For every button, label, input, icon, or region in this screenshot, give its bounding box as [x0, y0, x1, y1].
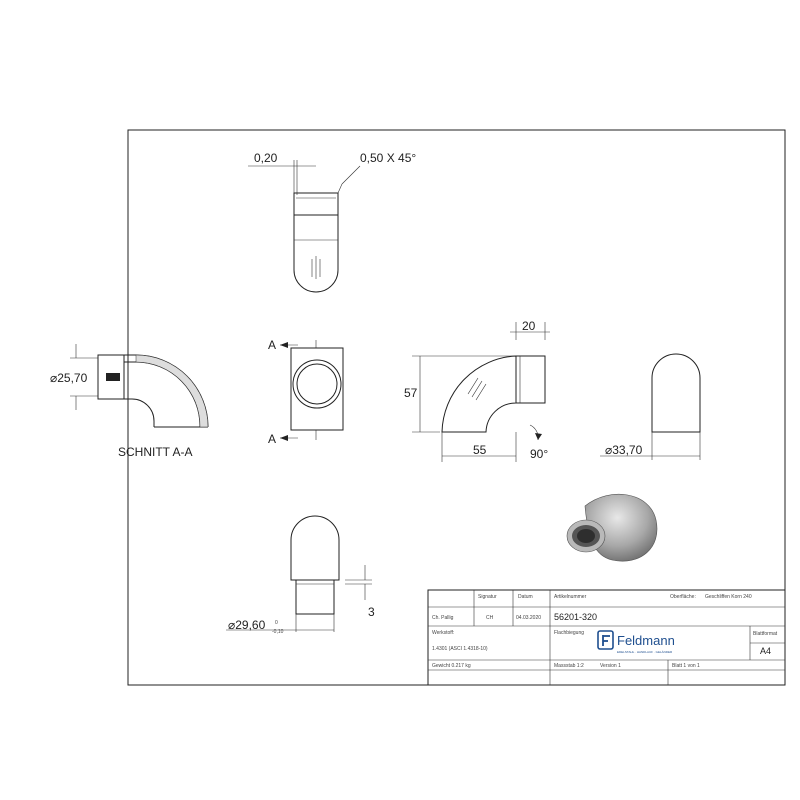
outer-diameter-label: ⌀33,70	[605, 443, 643, 457]
section-marker-bottom: A	[268, 432, 276, 446]
height-label: 57	[404, 386, 418, 400]
version: Version 1	[600, 663, 621, 669]
signature-header: Signatur	[478, 594, 497, 600]
spigot-diameter-label: ⌀29,60	[228, 618, 266, 632]
angle-label: 90°	[530, 447, 548, 461]
length-bottom-label: 55	[473, 443, 487, 457]
front-view: A A	[268, 338, 344, 446]
iso-view	[566, 494, 658, 562]
inner-diameter-label: ⌀25,70	[50, 371, 88, 385]
tolerance-lower-label: -0,10	[272, 629, 284, 635]
section-marker-top: A	[268, 338, 276, 352]
sheet-border	[127, 129, 786, 686]
scale: Massstab 1:2	[554, 663, 584, 669]
date-value: 04.03.2020	[516, 615, 541, 621]
length-top-label: 20	[522, 319, 536, 333]
tolerance-upper-label: 0	[275, 620, 278, 626]
material-value: 1.4301 (ASCI 1.4318-10)	[432, 646, 488, 652]
date-header: Datum	[518, 594, 533, 600]
brand-name: Feldmann	[617, 633, 675, 648]
drawer-name: Ch. Pallig	[432, 615, 454, 621]
material-header: Werkstoff:	[432, 630, 454, 636]
chamfer-width-label: 0,20	[254, 151, 278, 165]
article-number: 56201-320	[554, 612, 597, 622]
title-block: Signatur Datum Artikelnummer Oberfläche:…	[427, 589, 786, 686]
weight: Gewicht 0.217 kg	[432, 663, 471, 669]
end-view: ⌀33,70	[600, 353, 701, 460]
section-label: SCHNITT A-A	[118, 445, 192, 459]
format-value: A4	[760, 646, 771, 656]
spigot-length-label: 3	[368, 605, 375, 619]
feldmann-logo: Feldmann EDELSTAHL · HANDLAUF · GELÄNDER	[597, 630, 675, 654]
signature-value: CH	[486, 615, 494, 621]
top-view: 0,20 0,50 X 45°	[248, 151, 416, 293]
surface-label: Oberfläche:	[670, 594, 696, 600]
description: Flachbiegung	[554, 630, 584, 636]
side-view: 20 57 55 90°	[404, 319, 550, 462]
chamfer-angle-label: 0,50 X 45°	[360, 151, 416, 165]
format-header: Blattformat	[753, 631, 778, 637]
brand-tagline: EDELSTAHL · HANDLAUF · GELÄNDER	[617, 650, 673, 654]
surface-value: Geschliffen Korn 240	[705, 594, 752, 600]
article-header: Artikelnummer	[554, 594, 587, 600]
sheet-number: Blatt 1 von 1	[672, 663, 700, 669]
bottom-view: ⌀29,60 0 -0,10 3	[226, 515, 375, 635]
section-view: ⌀25,70 SCHNITT A-A	[50, 344, 209, 459]
